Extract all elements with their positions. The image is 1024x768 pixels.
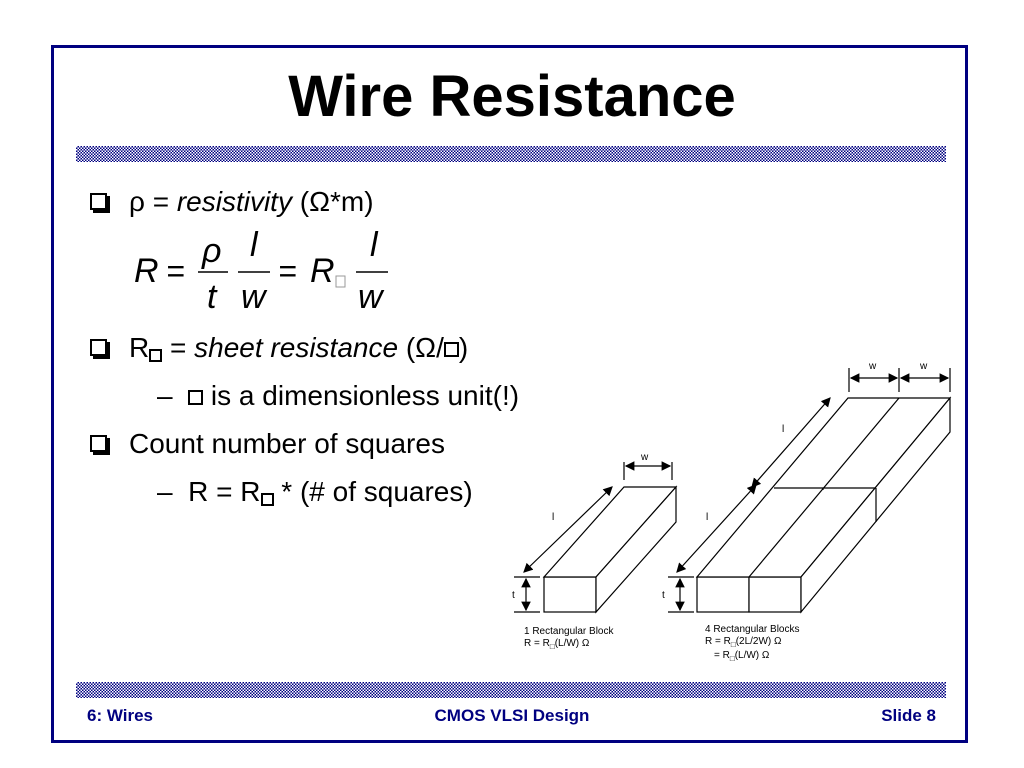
dimension-l-block1 — [523, 486, 613, 573]
caption1-line1: 1 Rectangular Block — [524, 626, 614, 637]
subbullet-R-formula: – R = R * (# of squares) — [157, 476, 473, 508]
checkbox-bullet-icon — [90, 435, 107, 452]
formula-w2: w — [358, 278, 385, 316]
formula-rho: ρ — [201, 232, 221, 270]
bullet-sheet-unit-b: ) — [458, 332, 469, 363]
label-l-1: l — [552, 512, 554, 523]
bullet-count-squares-text: Count number of squares — [129, 428, 445, 459]
caption2-line2: R = R□(2L/2W) Ω — [705, 636, 782, 649]
formula-graphic: R = ρ t l w = R l w — [134, 226, 388, 316]
footer-slide-number: Slide 8 — [881, 706, 936, 725]
footer-chapter: 6: Wires — [87, 706, 153, 725]
formula-l1: l — [250, 228, 259, 264]
caption2-line1: 4 Rectangular Blocks — [705, 624, 800, 635]
dimension-l-upper — [751, 397, 831, 488]
formula-l2: l — [370, 228, 379, 264]
bullet-sheet-unit-a: (Ω/ — [398, 332, 444, 363]
subbullet-R-prefix: R = R — [188, 476, 261, 507]
label-t-1: t — [512, 590, 515, 601]
formula-eq1: = — [166, 253, 185, 289]
caption2-line3-a: = R — [714, 650, 730, 661]
label-t-2: t — [662, 590, 665, 601]
subbullet-dimensionless: – is a dimensionless unit(!) — [157, 380, 519, 412]
four-blocks — [695, 396, 952, 614]
bullet-resistivity-prefix: ρ = — [129, 186, 177, 217]
slide-frame — [51, 45, 968, 743]
dimension-t-block2 — [668, 576, 694, 613]
bullet-resistivity-term: resistivity — [176, 186, 292, 217]
formula-Rsq: R — [310, 252, 335, 290]
square-unit-icon — [188, 390, 204, 405]
caption2-line2-b: (2L/2W) Ω — [736, 636, 782, 647]
resistance-formula: R = ρ t l w = R l w — [132, 226, 412, 327]
bullet-sheet-term: sheet resistance — [194, 332, 399, 363]
bullet-resistivity-unit: (Ω*m) — [291, 186, 374, 217]
formula-w1: w — [241, 278, 268, 316]
caption1-sub: □ — [550, 642, 555, 651]
checkbox-bullet-icon — [90, 339, 107, 356]
label-w-3: w — [919, 361, 928, 372]
bullet-sheet-R: R — [129, 332, 150, 363]
caption1-line2-b: (L/W) Ω — [555, 638, 590, 649]
caption2-line2-a: R = R — [705, 636, 731, 647]
title-divider — [76, 146, 946, 162]
label-l-3: l — [706, 512, 708, 523]
square-unit-icon — [443, 342, 459, 357]
slide-title: Wire Resistance — [288, 64, 736, 129]
caption1-line2: R = R□(L/W) Ω — [524, 638, 590, 651]
label-l-2: l — [782, 424, 784, 435]
bullet-sheet-resistance: R = sheet resistance (Ω/) — [90, 332, 468, 364]
square-subscript-icon — [149, 349, 163, 362]
rectangular-blocks-diagram: w w w l l l t t 1 Rectangular Block R = … — [512, 361, 952, 663]
formula-square-icon — [335, 275, 346, 288]
subbullet-dimensionless-text: is a dimensionless unit(!) — [210, 380, 520, 411]
dimension-w-block2 — [848, 368, 951, 392]
dash-bullet: – — [157, 380, 173, 411]
label-w-1: w — [640, 452, 649, 463]
bullet-resistivity: ρ = resistivity (Ω*m) — [90, 186, 374, 218]
caption2-line3: = R□(L/W) Ω — [714, 650, 770, 663]
dimension-w-block1 — [623, 461, 673, 480]
single-block — [542, 485, 678, 614]
formula-eq2: = — [278, 253, 297, 289]
formula-R: R — [134, 252, 159, 290]
subbullet-R-suffix: * (# of squares) — [273, 476, 473, 507]
square-subscript-icon — [260, 493, 274, 506]
caption1-line2-a: R = R — [524, 638, 550, 649]
formula-t: t — [207, 278, 218, 316]
dimension-t-block1 — [514, 576, 540, 613]
caption2-sub2: □ — [730, 654, 735, 663]
dash-bullet: – — [157, 476, 173, 507]
caption2-sub: □ — [731, 640, 736, 649]
checkbox-bullet-icon — [90, 193, 107, 210]
footer-divider — [76, 682, 946, 698]
caption2-line3-b: (L/W) Ω — [735, 650, 770, 661]
bullet-sheet-eq: = — [162, 332, 195, 363]
bullet-count-squares: Count number of squares — [90, 428, 445, 460]
dimension-l-lower — [676, 484, 757, 573]
footer-course: CMOS VLSI Design — [434, 706, 590, 725]
label-w-2: w — [868, 361, 877, 372]
